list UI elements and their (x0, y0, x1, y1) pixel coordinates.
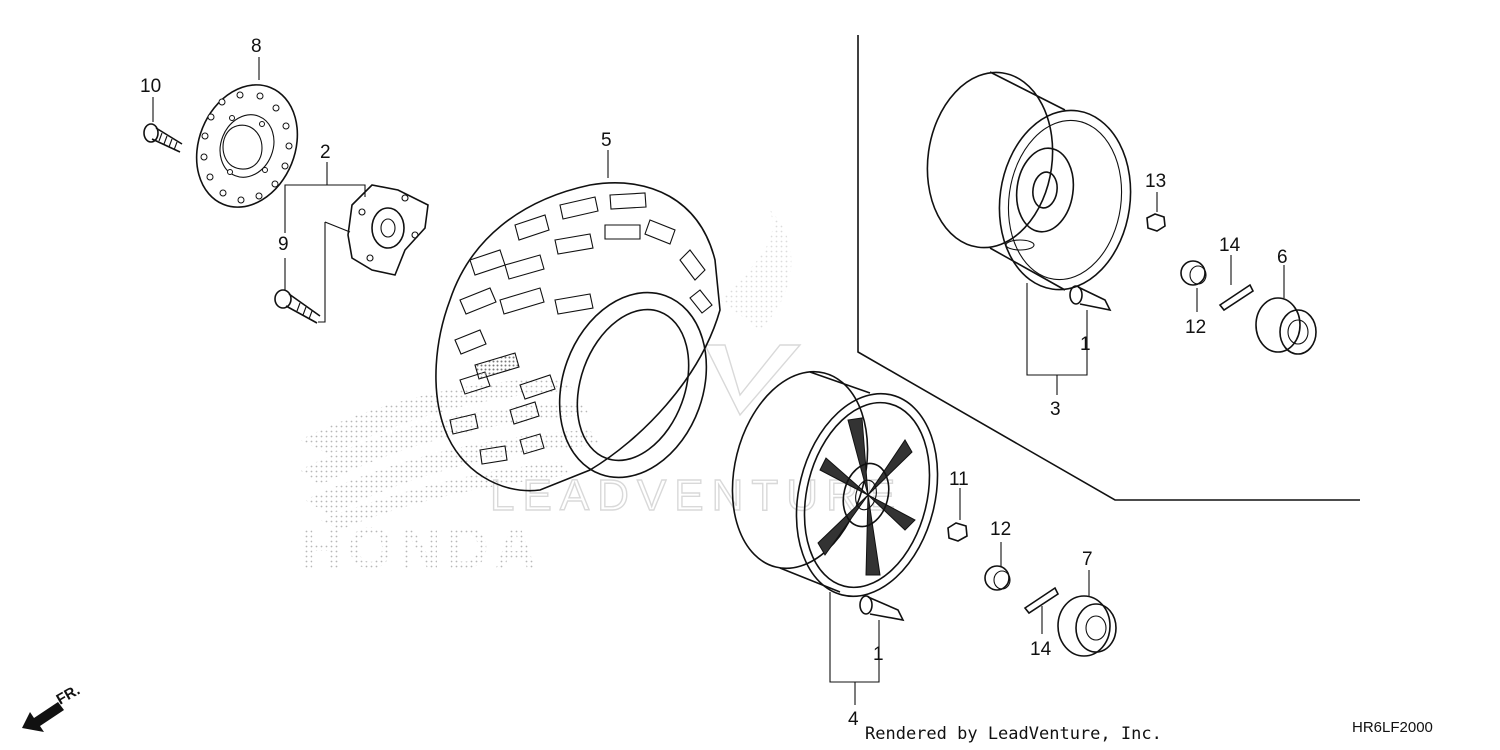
callout-9: 9 (278, 234, 289, 255)
atv-tire (435, 182, 721, 492)
hub-cap-6 (1255, 297, 1317, 355)
callout-5: 5 (601, 130, 612, 151)
front-direction-arrow: FR. (22, 682, 83, 732)
callout-1-lower: 1 (873, 644, 884, 665)
callout-11: 11 (949, 469, 969, 490)
front-wheel (731, 370, 939, 598)
callout-10: 10 (140, 76, 161, 97)
honda-watermark: HONDA (300, 516, 543, 581)
cotter-pin-lower (1023, 586, 1060, 615)
footer-credit: Rendered by LeadVenture, Inc. (865, 724, 1162, 744)
callout-12-lower: 12 (990, 519, 1011, 540)
brake-disc (195, 84, 299, 208)
callout-8: 8 (251, 36, 262, 57)
callout-6: 6 (1277, 247, 1288, 268)
valve-stem-upper (1069, 285, 1112, 312)
diagram-code: HR6LF2000 (1352, 719, 1433, 736)
subassembly-frame (857, 35, 1360, 501)
wheel-hub (347, 184, 429, 276)
callout-4: 4 (848, 709, 859, 730)
callout-7: 7 (1082, 549, 1093, 570)
honda-wing-watermark (300, 210, 792, 530)
hub-bolt (274, 289, 321, 324)
leadventure-watermark: LEADVENTURE (489, 344, 903, 521)
nut-13 (1146, 213, 1166, 232)
rear-wheel (926, 71, 1132, 291)
cap-nut-lower (984, 565, 1011, 591)
callouts: 8 10 2 9 5 13 14 6 12 1 3 11 12 7 14 1 4 (140, 36, 1288, 730)
leadventure-watermark-text: LEADVENTURE (490, 471, 903, 520)
callout-12-upper: 12 (1185, 317, 1206, 338)
callout-1-upper: 1 (1080, 334, 1091, 355)
callout-14-lower: 14 (1030, 639, 1052, 660)
callout-3: 3 (1050, 399, 1061, 420)
valve-stem-lower (859, 595, 905, 622)
disc-bolt (143, 123, 183, 153)
nut-11 (947, 522, 968, 542)
leader-lines (152, 57, 1285, 705)
cotter-pin-upper (1218, 283, 1255, 312)
callout-13: 13 (1145, 171, 1166, 192)
callout-14-upper: 14 (1219, 235, 1241, 256)
hub-cap-7 (1057, 595, 1117, 657)
callout-2: 2 (320, 142, 331, 163)
cap-nut-upper (1180, 260, 1207, 286)
